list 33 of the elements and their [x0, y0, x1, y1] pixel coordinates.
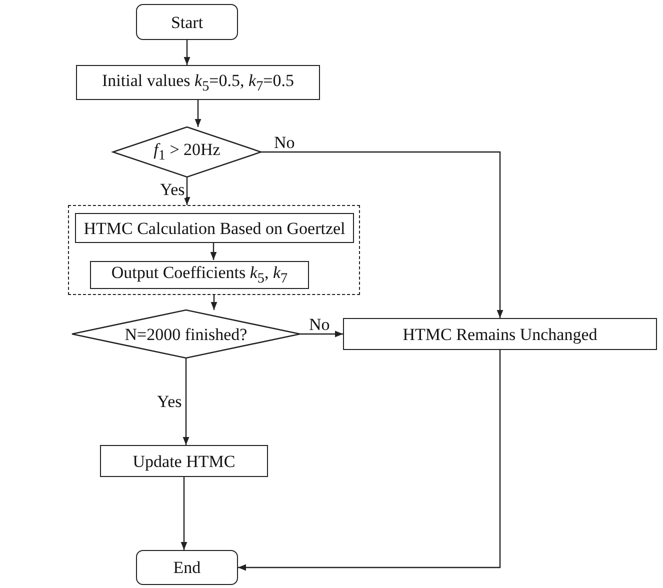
- process-box: [75, 213, 354, 243]
- terminal-box: [136, 4, 238, 40]
- process-box: [90, 261, 309, 289]
- terminal-box: [136, 550, 238, 585]
- node-text: Initial values k$_{5}$=0.5, k$_{7}$=0.5: [102, 72, 294, 94]
- process-box: [76, 65, 320, 100]
- arrow: [184, 177, 190, 205]
- arrow: [261, 151, 504, 318]
- process-box: [100, 445, 268, 477]
- decision-diamond: [72, 310, 300, 358]
- node-text: Update HTMC: [132, 452, 236, 470]
- node-text: Start: [170, 14, 204, 30]
- edge-label: No: [273, 134, 296, 151]
- arrow: [238, 350, 501, 571]
- node-text: HTMC Remains Unchanged: [402, 326, 598, 342]
- decision-text: f$_{1}$ > 20Hz: [154, 141, 220, 163]
- arrow: [182, 358, 190, 445]
- arrow: [210, 242, 217, 260]
- decision-text: N=2000 finished?: [124, 326, 248, 342]
- arrow: [210, 295, 218, 310]
- node-text: Output Coefficients k$_{5}$, k$_{7}$: [111, 264, 288, 286]
- arrow: [194, 100, 202, 127]
- edge-label: Yes: [159, 181, 186, 198]
- arrow: [184, 40, 190, 65]
- decision-diamond: [113, 127, 261, 177]
- dashed-group-box: [68, 205, 360, 295]
- arrow: [180, 477, 188, 550]
- process-box: [343, 318, 657, 350]
- arrow: [300, 330, 343, 338]
- edge-label: No: [308, 316, 331, 333]
- edge-label: Yes: [156, 393, 183, 410]
- node-text: HTMC Calculation Based on Goertzel: [84, 220, 346, 236]
- node-text: End: [173, 559, 201, 576]
